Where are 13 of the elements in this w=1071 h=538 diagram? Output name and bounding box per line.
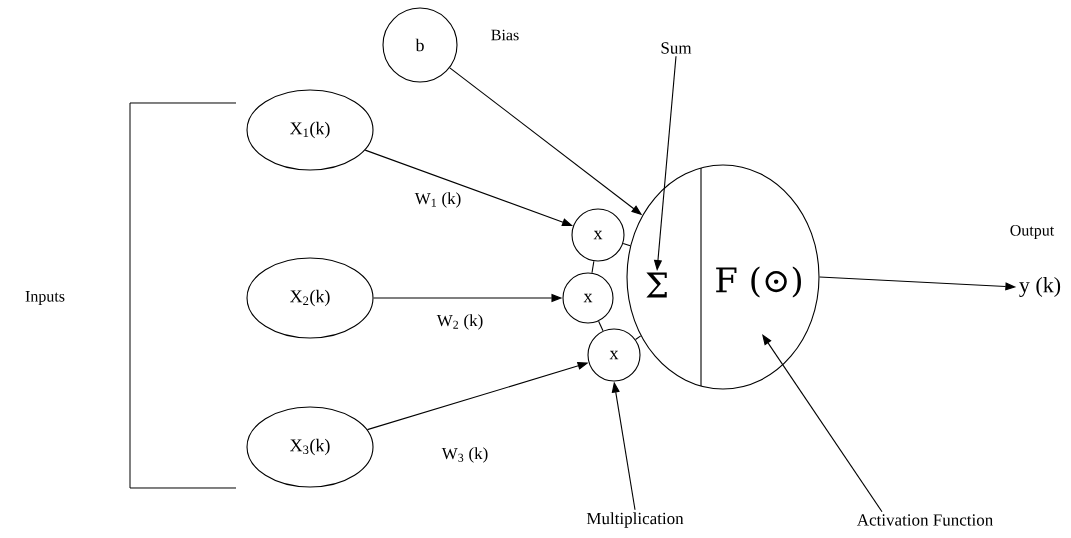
output-label: y (k) xyxy=(1019,277,1061,297)
arrow xyxy=(762,334,883,513)
side-label: Bias xyxy=(491,29,519,41)
edge-label: W$_{3}$ (k) xyxy=(440,446,490,464)
activation-function-label: Activation Function xyxy=(856,514,993,526)
side-label: Output xyxy=(1010,225,1055,239)
edge-label: W$_{2}$ (k) xyxy=(435,313,485,331)
circle-node: b xyxy=(382,7,458,83)
arrow xyxy=(364,149,573,227)
edge-label: W$_{1}$ (k) xyxy=(413,191,463,209)
multiplication-label: Multiplication xyxy=(586,512,684,528)
inputs-label: Inputs xyxy=(25,291,65,305)
sum-label: Sum xyxy=(661,42,692,54)
